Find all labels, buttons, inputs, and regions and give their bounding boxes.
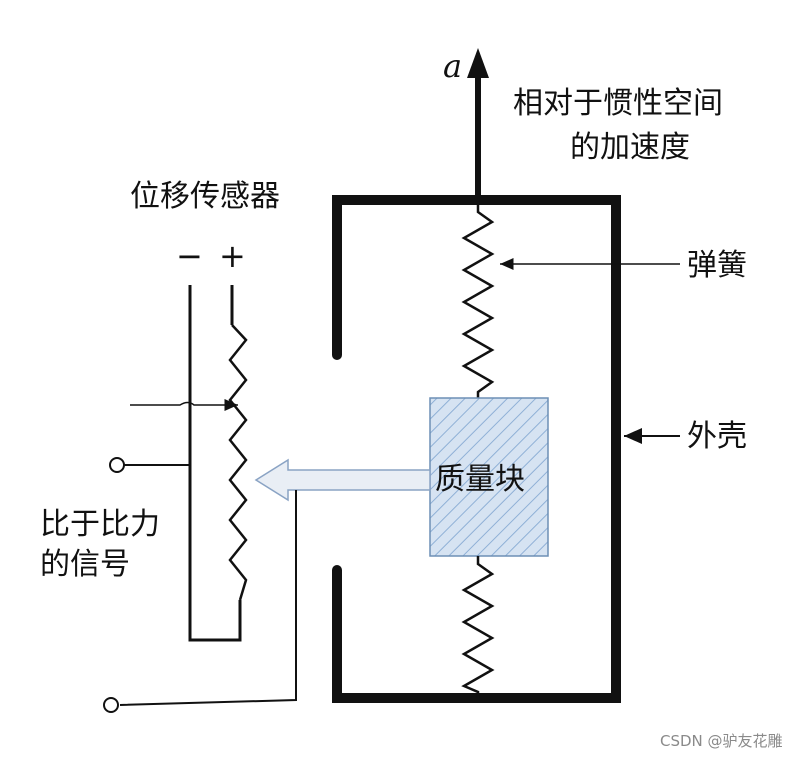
wiper-output-wire bbox=[119, 490, 297, 706]
signal-terminal-bottom bbox=[103, 697, 119, 713]
acceleration-description-line2: 的加速度 bbox=[570, 130, 690, 165]
mass-label: 质量块 bbox=[435, 462, 525, 497]
sensor-input-arrow bbox=[130, 399, 238, 411]
watermark: CSDN @驴友花雕 bbox=[660, 732, 783, 750]
signal-terminal-top bbox=[109, 457, 125, 473]
acceleration-arrow-head bbox=[467, 48, 489, 78]
signal-label-line2: 的信号 bbox=[40, 547, 130, 582]
sensor-plus-sign: + bbox=[219, 237, 246, 275]
shell-label: 外壳 bbox=[687, 419, 747, 454]
acceleration-description-line1: 相对于惯性空间 bbox=[513, 86, 723, 121]
potentiometer-resistor bbox=[228, 324, 248, 601]
sensor-minus-sign: − bbox=[176, 237, 203, 275]
signal-label-line1: 比于比力 bbox=[40, 507, 160, 542]
housing-upper-left bbox=[332, 195, 621, 703]
upper-spring bbox=[461, 200, 495, 398]
mass-block bbox=[429, 397, 549, 557]
acceleration-symbol: a bbox=[443, 47, 463, 85]
sensor-title: 位移传感器 bbox=[130, 179, 280, 214]
lower-spring bbox=[461, 556, 495, 698]
sensor-frame bbox=[188, 285, 242, 642]
spring-label: 弹簧 bbox=[687, 248, 747, 283]
displacement-pointer-arrow bbox=[254, 458, 431, 502]
